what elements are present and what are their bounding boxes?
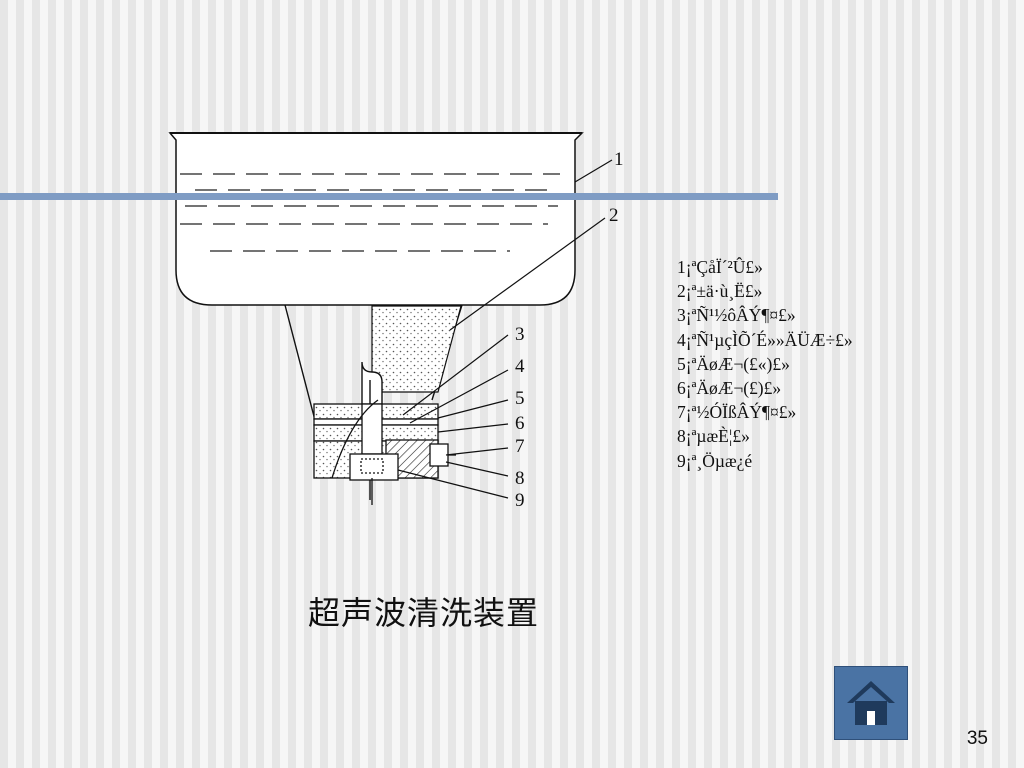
home-button[interactable] [834, 666, 908, 740]
accent-bar [0, 193, 778, 200]
page-number: 35 [966, 728, 988, 749]
callout-8: 8 [515, 468, 525, 489]
callout-numbers: 1 2 3 4 5 6 7 8 9 [515, 149, 624, 511]
callout-5: 5 [515, 388, 525, 409]
liquid-surface [180, 173, 560, 252]
callout-3: 3 [515, 324, 525, 345]
diagram-caption: 超声波清洗装置 [308, 594, 540, 632]
callout-9: 9 [515, 490, 525, 511]
callout-leaders [397, 159, 613, 499]
legend-item: 2¡ª±ä·ù¸Ë£» [677, 281, 763, 302]
callout-6: 6 [515, 413, 525, 434]
legend-item: 7¡ª½ÓÏßÂÝ¶¤£» [677, 402, 797, 423]
callout-4: 4 [515, 356, 525, 377]
lead-cable [331, 399, 379, 479]
legend-item: 9¡ª¸Öµæ¿é [677, 450, 753, 471]
legend-item: 5¡ªÄøÆ¬(£«)£» [677, 353, 790, 374]
callout-7: 7 [515, 436, 525, 457]
horn-fill [371, 305, 462, 393]
legend-item: 1¡ªÇåÏ´²Û£» [677, 257, 763, 277]
legend-item: 6¡ªÄøÆ¬(£­)£» [677, 378, 782, 399]
home-icon [847, 681, 895, 725]
legend: 1¡ªÇåÏ´²Û£» 2¡ª±ä·ù¸Ë£» 3¡ªÑ¹½ôÂÝ¶¤£» 4¡… [677, 255, 1022, 473]
callout-1: 1 [614, 149, 624, 170]
steel-block [349, 453, 399, 505]
cleaning-tank [168, 132, 584, 306]
callout-2: 2 [609, 205, 619, 226]
legend-item: 4¡ªÑ¹µçÌÕ´É»»ÄÜÆ÷£» [677, 329, 853, 350]
legend-item: 3¡ªÑ¹½ôÂÝ¶¤£» [677, 305, 796, 326]
legend-item: 8¡ªµæÈ¦£» [677, 426, 750, 447]
